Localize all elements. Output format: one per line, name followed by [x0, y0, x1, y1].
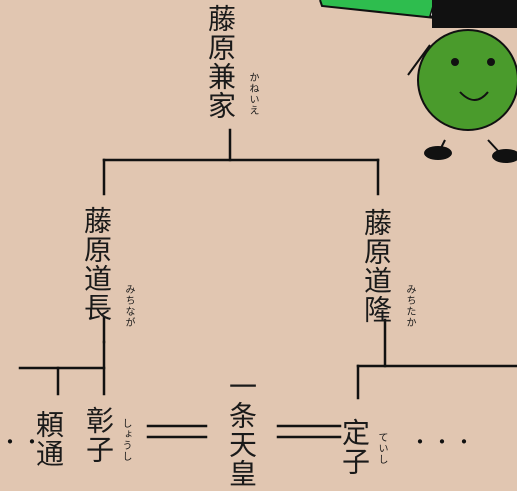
- michitaka-name: 藤原道隆: [360, 208, 393, 324]
- shoshi-reading: しょうし: [120, 418, 131, 462]
- kaneie-name: 藤原兼家: [204, 4, 237, 120]
- yorimichi-name: 頼通: [32, 410, 65, 468]
- arrow-icon: [319, 0, 446, 20]
- shoshi-name: 彰子: [82, 406, 115, 464]
- emperor-ichijo-name: 一条天皇: [225, 372, 258, 488]
- ellipsis-right: ・・・: [410, 430, 476, 454]
- michinaga-reading: みちなが: [123, 284, 134, 328]
- green-ball-mascot-icon: [407, 0, 517, 163]
- michitaka-reading: みちたか: [404, 284, 415, 328]
- teishi-reading: ていし: [376, 432, 387, 465]
- michinaga-name: 藤原道長: [80, 206, 113, 322]
- ellipsis-left: ・・: [0, 430, 44, 454]
- teishi-name: 定子: [338, 418, 371, 476]
- kaneie-reading: かねいえ: [247, 72, 258, 116]
